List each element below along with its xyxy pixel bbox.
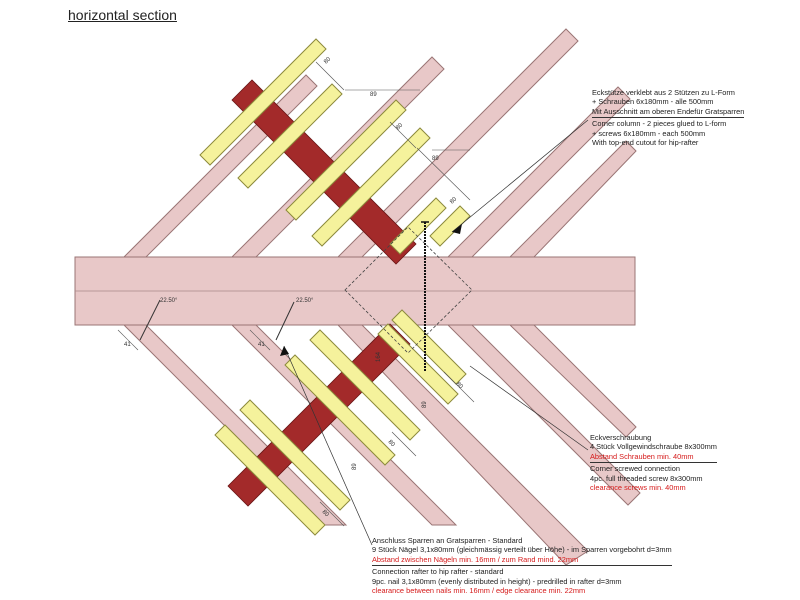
- dim-164: 164: [376, 351, 382, 362]
- note-corner-screw-en-1: Corner screwed connection: [590, 464, 680, 474]
- note-corner-screw-de-2: 4 Stück Vollgewindschraube 8x300mm: [590, 442, 717, 452]
- dim-left-41: 41: [124, 342, 131, 348]
- lower-rafter-3: [336, 324, 589, 566]
- note-corner-column-de-3: Mit Ausschnitt am oberen Endefür Gratspa…: [592, 106, 745, 116]
- note-corner-screw-en-3: clearance screws min. 40mm: [590, 483, 686, 493]
- note-corner-screw-de-1: Eckverschraubung: [590, 433, 652, 442]
- note-corner-column-en-1: Corner column - 2 pieces glued to L-form: [592, 119, 727, 129]
- lower-board-1: [239, 399, 351, 511]
- rafter-nails: [139, 299, 295, 341]
- leader-rafter: [283, 345, 373, 546]
- note-rafter-en-1: Connection rafter to hip rafter - standa…: [372, 567, 504, 577]
- note-divider: [592, 117, 745, 119]
- lower-board-2: [214, 424, 326, 536]
- leader-corner-screw: [469, 365, 589, 451]
- dim-bottom-80: 80: [321, 509, 330, 518]
- lower-boards: [214, 309, 467, 536]
- upper-board-3: [285, 99, 407, 221]
- leader-arrow-rafter: [280, 346, 289, 356]
- lower-rafter-2: [230, 324, 458, 526]
- note-divider: [590, 462, 717, 464]
- dim-lower2-89: 89: [352, 463, 358, 470]
- hip-post-lower: [227, 323, 411, 507]
- note-rafter-connection: Anschluss Sparren an Gratsparren - Stand…: [372, 536, 672, 595]
- upper-board-4: [311, 127, 431, 247]
- dim-top-89: 89: [370, 92, 377, 98]
- note-rafter-en-2: 9pc. nail 3,1x80mm (evenly distributed i…: [372, 576, 622, 586]
- note-corner-column: Eckstütze verklebt aus 2 Stützen zu L-Fo…: [592, 88, 745, 148]
- note-corner-screw: Eckverschraubung 4 Stück Vollgewindschra…: [590, 433, 717, 492]
- dim-mid-89: 89: [432, 156, 439, 162]
- note-corner-column-de-2: + Schrauben 6x180mm - alle 500mm: [592, 97, 714, 107]
- dim-middle-41: 41: [258, 342, 265, 348]
- lower-rafters: [122, 324, 641, 566]
- nail-left: [139, 299, 161, 341]
- lower-board-6: [391, 309, 467, 385]
- dim-lower2-80: 80: [387, 439, 396, 448]
- full-threaded-screw: [421, 221, 429, 372]
- dim-angle-left: 22.50°: [160, 298, 178, 304]
- note-corner-screw-en-2: 4pc. full threaded screw 8x300mm: [590, 473, 703, 483]
- dim-lower-80: 80: [455, 381, 464, 390]
- upper-board-2: [237, 83, 343, 189]
- dim-lower-89: 89: [422, 401, 428, 408]
- note-corner-column-en-2: + screws 6x180mm - each 500mm: [592, 128, 706, 138]
- lower-board-4: [284, 354, 396, 466]
- note-corner-screw-de-3: Abstand Schrauben min. 40mm: [590, 451, 694, 461]
- lower-board-5: [377, 323, 459, 405]
- upper-board-1: [199, 38, 327, 166]
- dim-top-80: 80: [323, 56, 332, 65]
- lower-rafter-4: [446, 324, 641, 506]
- dimension-lines: [117, 61, 475, 527]
- note-rafter-en-3: clearance between nails min. 16mm / edge…: [372, 586, 586, 596]
- leader-lines: [283, 119, 589, 546]
- dim-angle-middle: 22.50°: [296, 298, 314, 304]
- dim-mid-80: 80: [395, 122, 404, 131]
- drawing-title: horizontal section: [68, 7, 177, 23]
- lower-rafter-5: [508, 324, 637, 438]
- upper-board-5: [389, 197, 447, 255]
- hip-beam: [74, 256, 636, 326]
- note-corner-column-de-1: Eckstütze verklebt aus 2 Stützen zu L-Fo…: [592, 88, 735, 97]
- note-corner-column-en-3: With top-end cutout for hip-rafter: [592, 138, 699, 148]
- note-divider: [372, 565, 672, 567]
- leader-corner-column: [451, 119, 589, 233]
- upper-boards: [199, 38, 471, 255]
- note-rafter-de-1: Anschluss Sparren an Gratsparren - Stand…: [372, 536, 523, 545]
- leader-arrow-corner: [452, 224, 462, 234]
- lower-board-3: [309, 329, 421, 441]
- upper-rafter-1: [122, 74, 318, 258]
- note-rafter-de-2: 9 Stück Nägel 3,1x80mm (gleichmässig ver…: [372, 545, 672, 555]
- note-rafter-de-3: Abstand zwischen Nägeln min. 16mm / zum …: [372, 554, 579, 564]
- dimension-labels: 80 89 80 89 80 41 41 22.50° 22.50° 164 8…: [124, 56, 464, 519]
- dim-right-80: 80: [449, 196, 458, 205]
- nail-middle: [275, 301, 295, 341]
- upper-board-6: [429, 205, 471, 247]
